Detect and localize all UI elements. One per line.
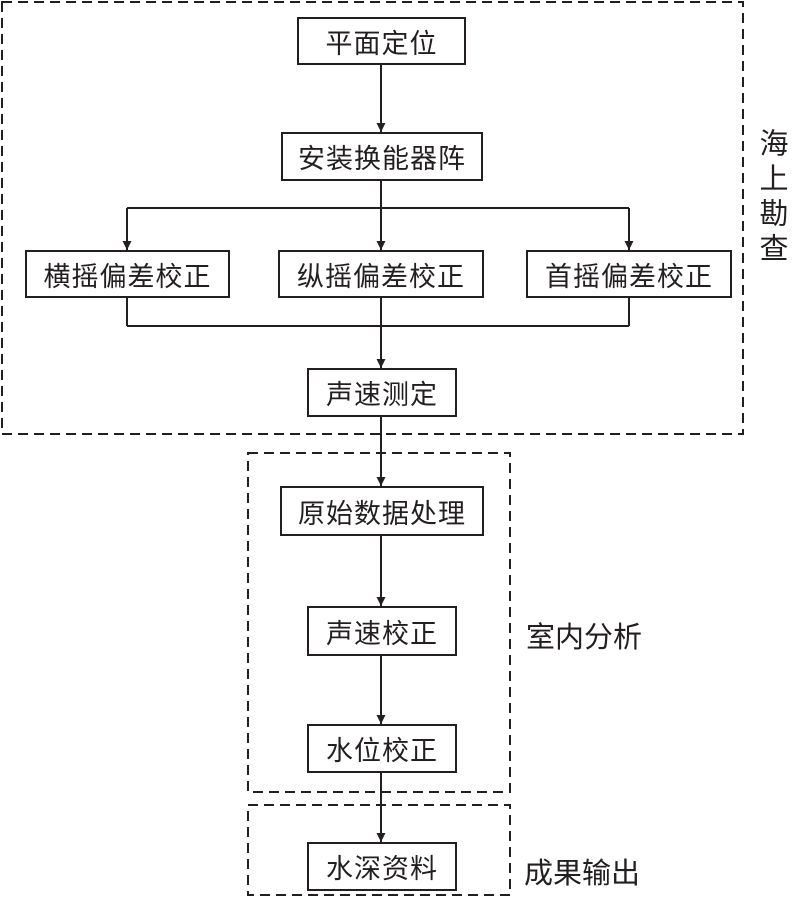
region-label-offshore: 海上勘查 xyxy=(755,128,789,268)
region-label-indoor: 室内分析 xyxy=(526,620,643,654)
region-label-output: 成果输出 xyxy=(524,856,641,890)
step-pitch-correction: 纵摇偏差校正 xyxy=(278,250,484,298)
step-heading-correction: 首摇偏差校正 xyxy=(526,250,732,298)
region-output-border xyxy=(247,804,511,896)
region-indoor-border xyxy=(247,452,511,793)
step-raw-data-processing: 原始数据处理 xyxy=(280,486,484,536)
step-sound-speed-correct: 声速校正 xyxy=(307,606,457,656)
step-sound-speed-measure: 声速测定 xyxy=(307,368,457,417)
step-roll-correction: 横摇偏差校正 xyxy=(25,250,230,298)
step-tide-correct: 水位校正 xyxy=(307,724,457,773)
step-depth-data: 水深资料 xyxy=(307,842,457,891)
region-offshore-border xyxy=(1,1,744,435)
step-positioning: 平面定位 xyxy=(297,17,466,65)
step-install-transducer-array: 安装换能器阵 xyxy=(281,132,483,181)
